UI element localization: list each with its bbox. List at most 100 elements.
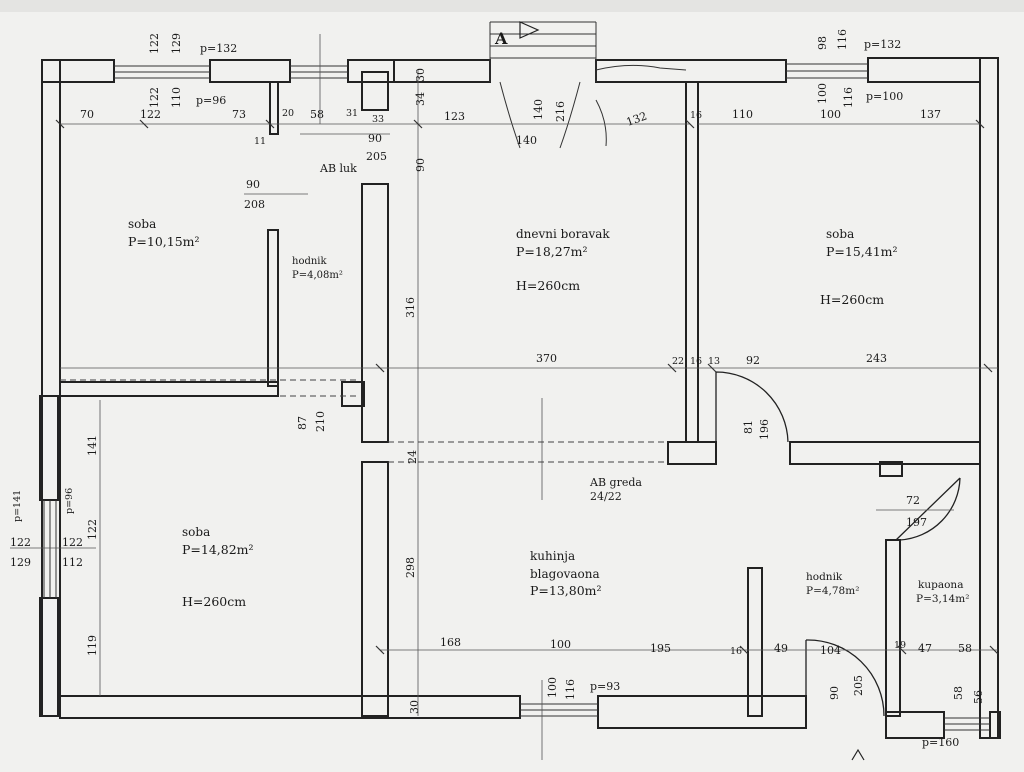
room-boravak-height: H=260cm <box>516 278 580 293</box>
room-soba-nw-name: soba <box>128 217 156 231</box>
tick-marks <box>55 119 999 655</box>
dim-v-87: 87 <box>296 416 309 430</box>
section-arrow-icon <box>519 21 540 39</box>
label-ab-greda: AB greda <box>589 476 642 489</box>
dim-bot-47: 47 <box>918 642 932 655</box>
label-ab-luk: AB luk <box>319 162 357 175</box>
nw-wall-b <box>267 229 279 387</box>
dim-bw-p93: p=93 <box>590 680 620 693</box>
room-hodnik-s-area: P=4,78m² <box>806 585 859 597</box>
dim-row-90: 90 <box>368 132 382 145</box>
dim-lw-122a: 122 <box>10 536 31 549</box>
dim-row-16: 16 <box>690 110 702 121</box>
east-wall <box>979 57 999 739</box>
dim-door-81: 81 <box>742 420 755 434</box>
beam-lines <box>60 379 668 463</box>
dim-bath-72: 72 <box>906 494 920 507</box>
dim-row-110: 110 <box>732 108 753 121</box>
walls <box>39 57 1001 739</box>
bath-stub <box>879 461 903 477</box>
dim-bs-58: 58 <box>952 686 965 700</box>
section-arrow-bottom-icon <box>851 748 865 761</box>
dim-w-122: 122 <box>86 519 99 540</box>
room-soba-ne-area: P=15,41m² <box>826 244 898 259</box>
dim-w-141: 141 <box>86 435 99 456</box>
room-soba-sw-area: P=14,82m² <box>182 542 254 557</box>
pier-a <box>341 381 365 407</box>
dim-top-100: 100 <box>816 83 829 104</box>
dim-top-p100: p=100 <box>866 90 903 103</box>
room-hodnik-w-area: P=4,08m² <box>292 270 343 281</box>
dim-bw-30: 30 <box>408 700 421 714</box>
room-kuhinja-area: P=13,80m² <box>530 583 602 598</box>
dim-v-298: 298 <box>404 557 417 578</box>
partition-central <box>361 183 389 443</box>
entrance <box>489 21 687 149</box>
dim-row-137: 137 <box>920 108 941 121</box>
dim-row-73: 73 <box>232 108 246 121</box>
section-marker-group: A <box>494 21 540 48</box>
section-marker: A <box>494 29 508 48</box>
dim-bot-58: 58 <box>958 642 972 655</box>
dim-lw-129: 129 <box>10 556 31 569</box>
dim-mid-13: 13 <box>708 356 720 367</box>
dim-top-p132b: p=132 <box>864 38 901 51</box>
dim-lw-p141: p=141 <box>12 490 23 522</box>
ne-wall <box>685 81 699 443</box>
sw-wall-a <box>39 395 59 501</box>
dim-top-p96: p=96 <box>196 94 226 107</box>
dim-row-90v: 90 <box>414 158 427 172</box>
dim-top-140a: 140 <box>532 99 545 120</box>
dim-row-20: 20 <box>282 108 294 119</box>
dim-v-210: 210 <box>314 411 327 432</box>
dim-bw-100: 100 <box>546 677 559 698</box>
room-hodnik-w-name: hodnik <box>292 256 328 267</box>
dim-left-208: 208 <box>244 198 265 211</box>
dim-bot-195: 195 <box>650 642 671 655</box>
dim-mid-16: 16 <box>690 356 702 367</box>
dim-top-123: 123 <box>444 110 465 123</box>
dim-top-140b: 140 <box>516 134 537 147</box>
dim-mid-243: 243 <box>866 352 887 365</box>
bottom-wall-e1 <box>885 711 945 739</box>
room-soba-ne-name: soba <box>826 227 854 241</box>
ne-bottom-wall <box>789 441 981 465</box>
dim-row-122: 122 <box>140 108 161 121</box>
dim-bw-116: 116 <box>564 679 577 700</box>
dim-top-p132a: p=132 <box>200 42 237 55</box>
bottom-wall-e2 <box>989 711 1001 739</box>
dim-row-31: 31 <box>346 108 358 119</box>
bottom-wall-w <box>59 695 389 719</box>
dim-lw-p96: p=96 <box>64 488 75 514</box>
nw-wall-a <box>269 81 279 135</box>
room-kupaona-name: kupaona <box>918 579 963 591</box>
dim-bs-p160: p=160 <box>922 736 959 749</box>
label-ab-greda-dim: 24/22 <box>590 490 622 503</box>
top-wall-e1 <box>595 59 787 83</box>
room-blagovaona-name: blagovaona <box>530 567 600 581</box>
dim-v-316: 316 <box>404 297 417 318</box>
top-wall-w4 <box>393 59 491 83</box>
dim-top-110: 110 <box>170 87 183 108</box>
dim-mid-22: 22 <box>672 356 684 367</box>
dim-row-33: 33 <box>372 114 384 125</box>
room-kupaona-area: P=3,14m² <box>916 593 969 605</box>
dim-top-116a: 116 <box>836 29 849 50</box>
dim-w-119: 119 <box>86 635 99 656</box>
top-wall-e2 <box>867 57 981 83</box>
doors <box>715 371 961 717</box>
dim-bath-197: 197 <box>906 516 927 529</box>
room-soba-sw-name: soba <box>182 525 210 539</box>
room-boravak-name: dnevni boravak <box>516 227 610 241</box>
bottom-wall-m2 <box>597 695 807 729</box>
kitchen-hall-wall <box>747 567 763 717</box>
dim-top-129: 129 <box>170 33 183 54</box>
nw-bottom-wall <box>59 381 279 397</box>
dim-v-24: 24 <box>406 450 419 464</box>
windows <box>43 63 990 731</box>
dim-bot-49: 49 <box>774 642 788 655</box>
dim-top-216: 216 <box>554 101 567 122</box>
dim-top-122b: 122 <box>148 87 161 108</box>
dim-top-34: 34 <box>414 92 427 106</box>
